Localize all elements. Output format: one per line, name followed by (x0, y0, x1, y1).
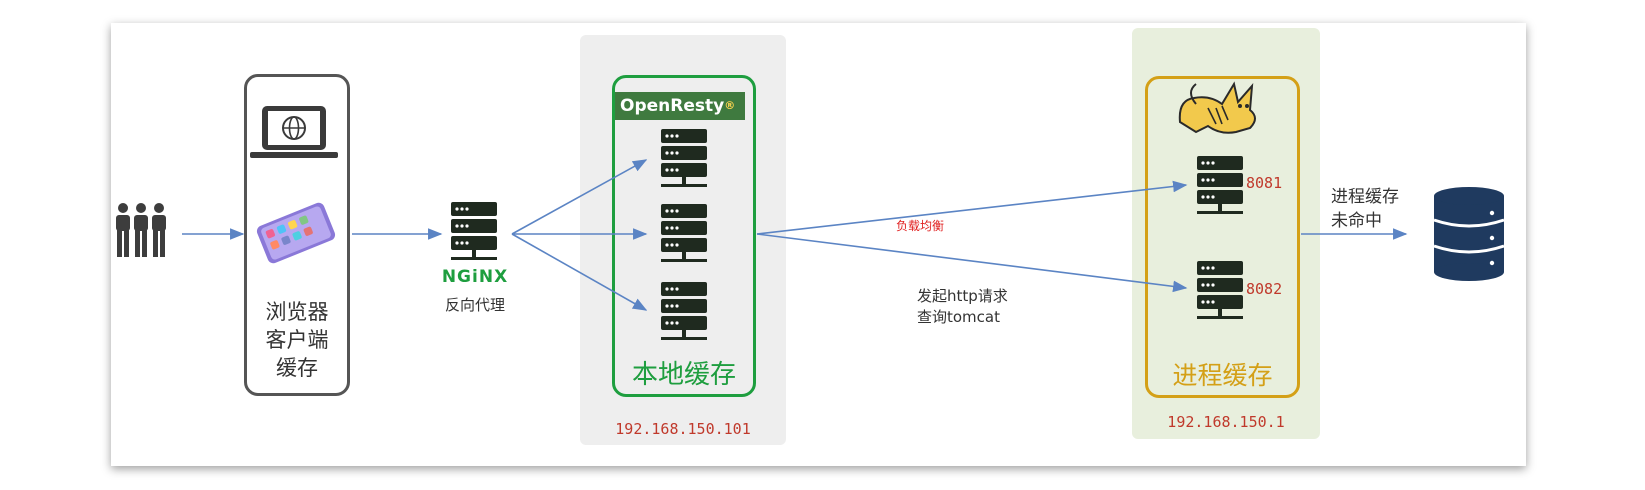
openresty-server-icon-2 (661, 204, 707, 262)
local-cache-label: 本地缓存 (631, 360, 736, 390)
openresty-server-icon-3 (661, 282, 707, 340)
openresty-box (612, 75, 756, 397)
browser-cache-label-line-3: 缓存 (276, 356, 318, 380)
arrow-openresty-to-8082 (756, 233, 1188, 293)
http-request-label-line-1: 发起http请求 (917, 287, 1008, 305)
tomcat-cat-icon (1178, 81, 1256, 134)
tomcat-port-8082: 8082 (1246, 280, 1283, 298)
cache-miss-label: 进程缓存 未命中 (1331, 185, 1399, 233)
openresty-ip: 192.168.150.101 (615, 420, 751, 438)
database-icon (1433, 187, 1505, 281)
users-icon (116, 203, 166, 257)
cache-miss-label-line-1: 进程缓存 (1331, 187, 1399, 207)
tomcat-server-icon-8081 (1197, 156, 1243, 214)
browser-cache-label-line-1: 浏览器 (265, 300, 329, 324)
laptop-icon (250, 106, 338, 158)
cache-miss-label-line-2: 未命中 (1331, 211, 1382, 231)
arrow-nginx-to-server-1 (511, 159, 648, 235)
nginx-server-icon (451, 202, 497, 260)
tomcat-box (1145, 76, 1300, 398)
openresty-reg-mark: ® (724, 99, 736, 112)
arrow-nginx-to-server-3 (511, 233, 648, 311)
http-request-label-line-2: 查询tomcat (917, 308, 1000, 326)
load-balance-label: 负载均衡 (896, 219, 945, 233)
openresty-logo-text: OpenResty (620, 96, 725, 116)
browser-cache-label-line-2: 客户端 (265, 328, 329, 352)
openresty-server-icon-1 (661, 129, 707, 187)
browser-cache-label: 浏览器 客户端 缓存 (246, 298, 348, 382)
browser-box (244, 74, 350, 396)
tomcat-ip: 192.168.150.1 (1167, 413, 1285, 431)
http-request-label: 发起http请求 查询tomcat (917, 286, 1008, 328)
process-cache-label: 进程缓存 (1172, 361, 1273, 390)
reverse-proxy-label: 反向代理 (444, 296, 505, 314)
nginx-logo: NGiNX (441, 267, 509, 287)
phone-icon (256, 202, 336, 264)
openresty-logo: OpenResty® (615, 92, 745, 120)
tomcat-server-icon-8082 (1197, 261, 1243, 319)
tomcat-port-8081: 8081 (1246, 174, 1283, 192)
arrow-openresty-to-8081 (756, 180, 1188, 235)
